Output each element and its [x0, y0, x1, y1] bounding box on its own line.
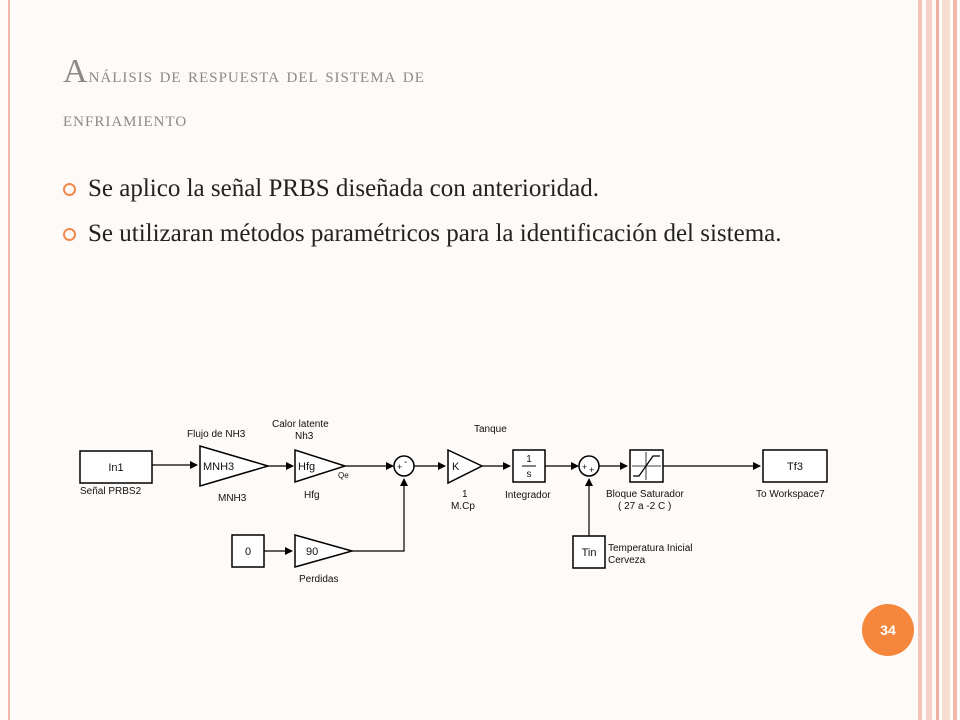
hfg-text: Hfg [298, 461, 315, 473]
in1-text: In1 [108, 462, 123, 474]
bullet-list: Se aplico la señal PRBS diseñada con ant… [63, 172, 825, 262]
hfg-top-label-1: Calor latente [272, 419, 329, 430]
bullet-item: Se utilizaran métodos paramétricos para … [63, 217, 825, 250]
tin-text: Tin [582, 547, 597, 559]
mnh3-gain-block [199, 444, 271, 488]
title-line-2: enfriamiento [63, 106, 188, 131]
title-line-1: nálisis de respuesta del sistema de [88, 62, 425, 87]
sum2-sign-bottom: + [589, 465, 594, 475]
perdidas-label: Perdidas [299, 574, 338, 585]
k-text: K [452, 461, 460, 473]
tf3-text: Tf3 [787, 461, 803, 473]
hfg-gain-block [294, 448, 348, 484]
title-initial: A [63, 53, 89, 90]
hfg-bottom-label: Hfg [304, 490, 320, 501]
tf3-label: To Workspace7 [756, 489, 825, 500]
perdidas-text: 90 [306, 546, 318, 558]
sum2-sign-left: + [582, 462, 587, 472]
mnh3-text: MNH3 [203, 461, 234, 473]
left-border-line [8, 0, 10, 720]
zero-text: 0 [245, 546, 251, 558]
tin-label-2: Cerveza [608, 555, 646, 566]
slide-title: Análisis de respuesta del sistema de enf… [63, 50, 883, 141]
tanque-label: Tanque [474, 424, 507, 435]
sum1-sign-right: - [404, 457, 407, 468]
integrator-denominator: s [527, 469, 532, 480]
page-number: 34 [880, 622, 896, 638]
right-decorative-stripes [918, 0, 960, 720]
sum1-sign-left: + [397, 462, 402, 472]
k-bottom-label-1: 1 [462, 489, 468, 500]
circle-bullet-icon [63, 183, 76, 196]
mnh3-bottom-label: MNH3 [218, 493, 247, 504]
bullet-text: Se aplico la señal PRBS diseñada con ant… [88, 175, 599, 202]
page-number-badge: 34 [862, 604, 914, 656]
integrator-numerator: 1 [526, 454, 532, 465]
zero-constant-block [231, 534, 265, 568]
hfg-top-label-2: Nh3 [295, 431, 314, 442]
hfg-out-label: Qe [338, 471, 349, 480]
k-bottom-label-2: M.Cp [451, 501, 475, 512]
saturator-label-1: Bloque Saturador [606, 489, 685, 500]
in1-block [79, 450, 153, 484]
bullet-text: Se utilizaran métodos paramétricos para … [88, 220, 782, 247]
k-gain-block [447, 448, 484, 485]
integrator-label: Integrador [505, 490, 551, 501]
saturator-curve [633, 455, 660, 477]
tin-label-1: Temperatura Inicial [608, 543, 692, 554]
simulink-block-diagram: In1 Señal PRBS2 MNH3 Flujo de NH3 MNH3 H… [79, 419, 828, 585]
saturator-label-2: ( 27 a -2 C ) [618, 501, 671, 512]
in1-label: Señal PRBS2 [80, 486, 142, 497]
signal-line [352, 478, 408, 552]
mnh3-top-label: Flujo de NH3 [187, 429, 246, 440]
circle-bullet-icon [63, 228, 76, 241]
bullet-item: Se aplico la señal PRBS diseñada con ant… [63, 172, 825, 205]
perdidas-gain-block [294, 534, 355, 568]
tf3-block [762, 449, 828, 483]
